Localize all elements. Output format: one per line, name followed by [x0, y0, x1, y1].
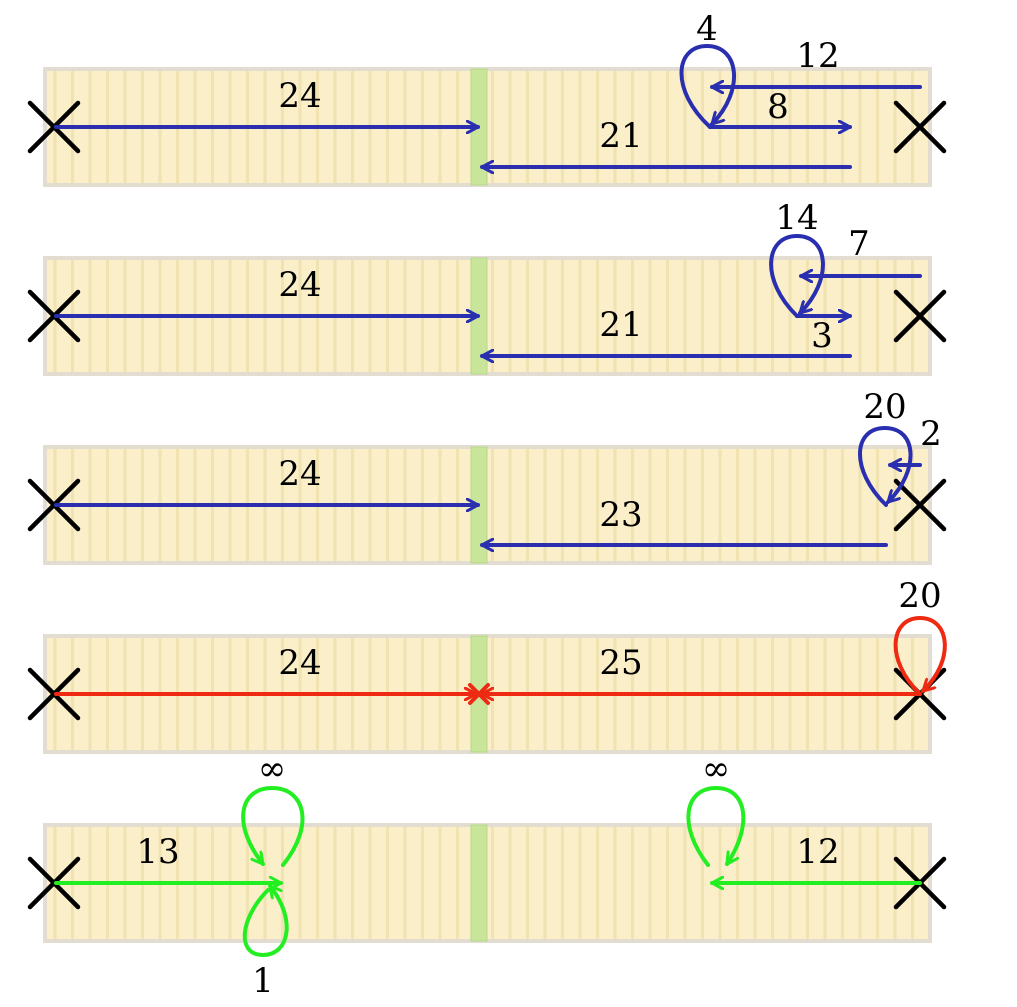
loop-label-infinity-left: ∞ [258, 749, 286, 789]
right-endpoint-cross-icon [893, 478, 947, 532]
edge-label-3: 3 [811, 316, 833, 356]
center-cross-icon [468, 683, 490, 705]
loop-arrow-infinity-right [686, 786, 746, 867]
loop-label-infinity-right: ∞ [702, 749, 730, 789]
edge-label-23: 23 [599, 495, 642, 535]
edge-label-24: 24 [278, 454, 321, 494]
loop-label-4: 4 [696, 9, 718, 49]
edge-label-7: 7 [848, 224, 870, 264]
edge-label-8: 8 [767, 87, 789, 127]
edge-label-24: 24 [278, 643, 321, 683]
loop-arrow-infinity-left [241, 786, 305, 867]
cross-stroke [893, 478, 947, 532]
loop-arrow-1 [242, 884, 289, 957]
edge-label-12: 12 [796, 36, 839, 76]
loop-arrow-20 [893, 616, 947, 696]
loop-arrow-14 [769, 234, 825, 318]
edge-label-21: 21 [599, 116, 642, 156]
tape-strip-5 [43, 823, 932, 943]
edge-label-21: 21 [599, 305, 642, 345]
cross-stroke [893, 100, 947, 154]
edge-label-13: 13 [136, 832, 179, 872]
right-endpoint-cross-icon [893, 289, 947, 343]
loop-arrow-4 [679, 44, 736, 129]
edge-label-12: 12 [796, 832, 839, 872]
cross-stroke [468, 683, 490, 705]
center-cell [470, 824, 488, 942]
edge-label-25: 25 [599, 643, 642, 683]
edge-label-24: 24 [278, 265, 321, 305]
edge-label-24: 24 [278, 76, 321, 116]
right-endpoint-cross-icon [893, 100, 947, 154]
loop-label-14: 14 [775, 198, 818, 238]
loop-label-1: 1 [252, 961, 274, 1001]
edge-label-2: 2 [920, 414, 942, 454]
loop-label-20: 20 [863, 387, 906, 427]
loop-label-20: 20 [898, 576, 941, 616]
loop-arrow-20 [858, 426, 913, 507]
cross-stroke [893, 289, 947, 343]
